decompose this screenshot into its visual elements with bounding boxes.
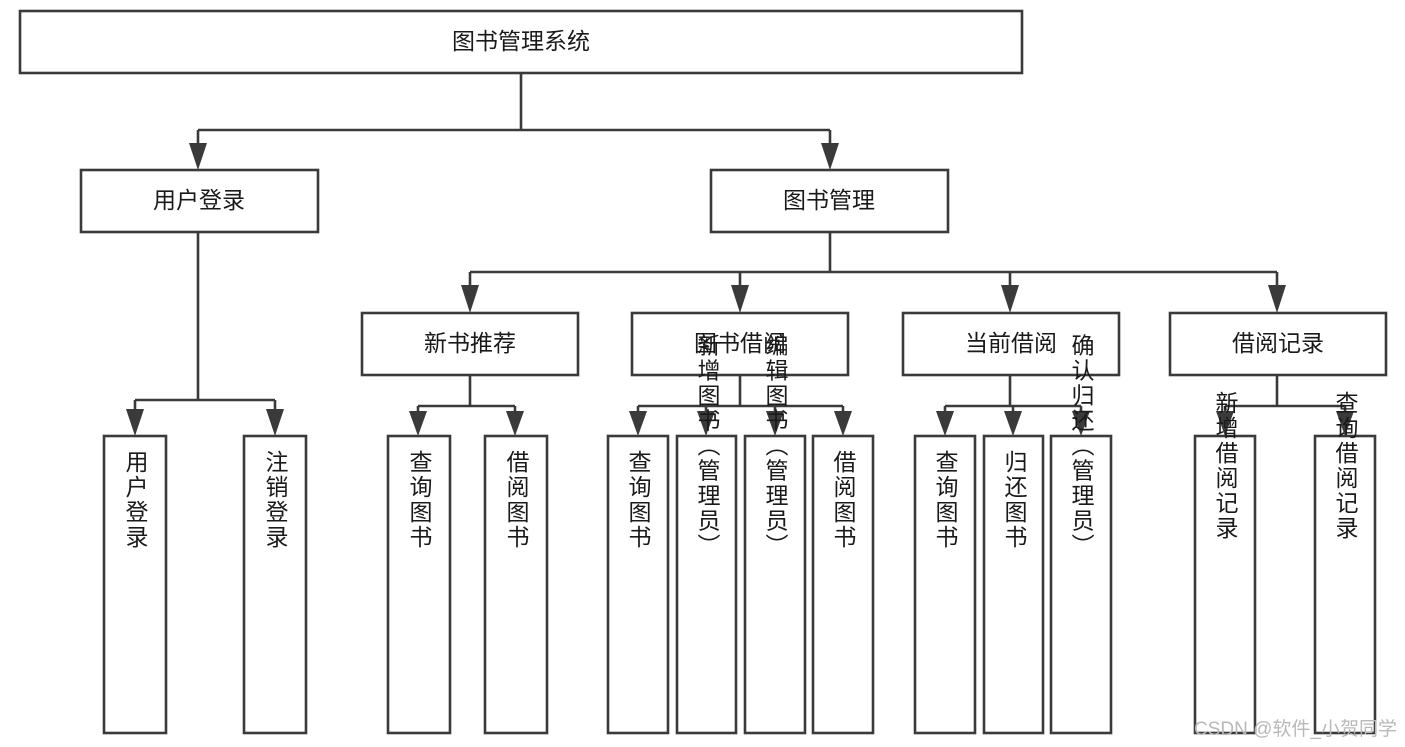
node-leaf-query-book-2-box[interactable] (606, 434, 670, 735)
arrow-head-borrow-record (1268, 285, 1286, 313)
arrow-head-leaf-query-book-2 (629, 411, 647, 436)
node-leaf-add-record-box[interactable] (1193, 434, 1257, 735)
node-leaf-confirm-return-box[interactable] (1049, 434, 1113, 735)
node-borrow-record-label: 借阅记录 (1232, 330, 1324, 356)
connector-group-new-book-recommend (409, 375, 524, 436)
node-user-login-box[interactable] (79, 168, 320, 234)
arrow-head-leaf-user-login (126, 409, 144, 436)
node-leaf-user-login-label: 用户登录 (122, 450, 149, 550)
node-leaf-borrow-book-2[interactable]: 借阅图书 (811, 434, 875, 735)
arrow-head-book-borrow (731, 285, 749, 313)
node-leaf-return-book-label: 归还图书 (1001, 450, 1028, 550)
node-root-box[interactable] (18, 9, 1024, 75)
node-leaf-edit-book-label: 编辑图书（管理员） (762, 334, 789, 559)
node-leaf-query-book-2[interactable]: 查询图书 (606, 434, 670, 735)
node-leaf-query-book-1-box[interactable] (386, 434, 452, 735)
node-leaf-borrow-book-1[interactable]: 借阅图书 (483, 434, 549, 735)
arrow-head-leaf-add-record (1216, 411, 1234, 436)
arrow-head-leaf-query-book-1 (409, 411, 427, 436)
node-book-manage-box[interactable] (709, 168, 950, 234)
node-new-book-recommend-label: 新书推荐 (424, 330, 516, 356)
node-leaf-logout-login[interactable]: 注销登录 (242, 434, 308, 735)
node-leaf-user-login-box[interactable] (102, 434, 168, 735)
node-leaf-user-login[interactable]: 用户登录 (102, 434, 168, 735)
node-book-borrow[interactable]: 图书借阅 (630, 311, 850, 377)
connector-group-root (189, 73, 839, 170)
arrow-head-leaf-borrow-book-2 (834, 411, 852, 436)
arrow-head-leaf-logout-login (266, 409, 284, 436)
node-book-borrow-box[interactable] (630, 311, 850, 377)
node-leaf-add-book-label: 新增图书（管理员） (694, 334, 721, 559)
node-book-manage[interactable]: 图书管理 (709, 168, 950, 234)
connector-group-current-borrow (936, 375, 1090, 436)
node-leaf-confirm-return[interactable]: 确认归还（管理员） (1049, 334, 1113, 735)
node-leaf-query-book-3-label: 查询图书 (932, 450, 959, 550)
arrow-head-user-login (189, 143, 207, 170)
node-book-manage-label: 图书管理 (783, 187, 875, 213)
node-root-label: 图书管理系统 (452, 28, 590, 54)
arrow-head-leaf-borrow-book-1 (506, 411, 524, 436)
node-leaf-logout-login-label: 注销登录 (262, 450, 289, 550)
node-leaf-borrow-book-1-label: 借阅图书 (503, 450, 530, 550)
arrow-head-leaf-add-book (697, 411, 715, 436)
node-leaf-borrow-book-2-box[interactable] (811, 434, 875, 735)
node-leaf-return-book[interactable]: 归还图书 (982, 434, 1045, 735)
arrow-head-leaf-confirm-return (1072, 411, 1090, 436)
node-leaf-query-book-3[interactable]: 查询图书 (913, 434, 977, 735)
node-leaf-add-book[interactable]: 新增图书（管理员） (675, 334, 738, 735)
node-leaf-confirm-return-label: 确认归还（管理员） (1068, 334, 1095, 559)
node-user-login[interactable]: 用户登录 (79, 168, 320, 234)
node-leaf-logout-login-box[interactable] (242, 434, 308, 735)
arrow-head-leaf-return-book (1004, 411, 1022, 436)
arrow-head-new-book-recommend (461, 285, 479, 313)
connector-group-borrow-record (1216, 375, 1354, 436)
node-leaf-query-book-1-label: 查询图书 (406, 450, 433, 550)
node-leaf-add-record-label: 新增借阅记录 (1212, 391, 1239, 541)
connector-group-book-manage (461, 232, 1286, 313)
node-leaf-add-record[interactable]: 新增借阅记录 (1193, 391, 1257, 735)
node-leaf-query-book-2-label: 查询图书 (625, 450, 652, 550)
connector-group-user-login (126, 232, 284, 436)
node-book-borrow-label: 图书借阅 (694, 330, 786, 356)
node-leaf-query-book-1[interactable]: 查询图书 (386, 434, 452, 735)
arrow-head-leaf-query-book-3 (936, 411, 954, 436)
node-user-login-label: 用户登录 (153, 187, 245, 213)
node-leaf-query-record-box[interactable] (1313, 434, 1377, 735)
arrow-head-current-borrow (1001, 285, 1019, 313)
node-leaf-edit-book[interactable]: 编辑图书（管理员） (743, 334, 807, 735)
node-borrow-record[interactable]: 借阅记录 (1168, 311, 1388, 377)
arrow-head-leaf-edit-book (766, 411, 784, 436)
connector-group-book-borrow (629, 375, 852, 436)
arrow-head-leaf-query-record (1336, 411, 1354, 436)
node-leaf-return-book-box[interactable] (982, 434, 1045, 735)
node-new-book-recommend[interactable]: 新书推荐 (360, 311, 580, 377)
arrow-head-book-manage (821, 143, 839, 170)
node-leaf-query-book-3-box[interactable] (913, 434, 977, 735)
node-current-borrow[interactable]: 当前借阅 (901, 311, 1121, 377)
node-current-borrow-label: 当前借阅 (965, 330, 1057, 356)
node-leaf-query-record[interactable]: 查询借阅记录 (1313, 391, 1377, 735)
node-leaf-borrow-book-2-label: 借阅图书 (830, 450, 857, 550)
node-borrow-record-box[interactable] (1168, 311, 1388, 377)
node-current-borrow-box[interactable] (901, 311, 1121, 377)
node-new-book-recommend-box[interactable] (360, 311, 580, 377)
node-leaf-query-record-label: 查询借阅记录 (1332, 391, 1359, 541)
node-leaf-add-book-box[interactable] (675, 434, 738, 735)
node-leaf-borrow-book-1-box[interactable] (483, 434, 549, 735)
node-leaf-edit-book-box[interactable] (743, 434, 807, 735)
node-root[interactable]: 图书管理系统 (18, 9, 1024, 75)
